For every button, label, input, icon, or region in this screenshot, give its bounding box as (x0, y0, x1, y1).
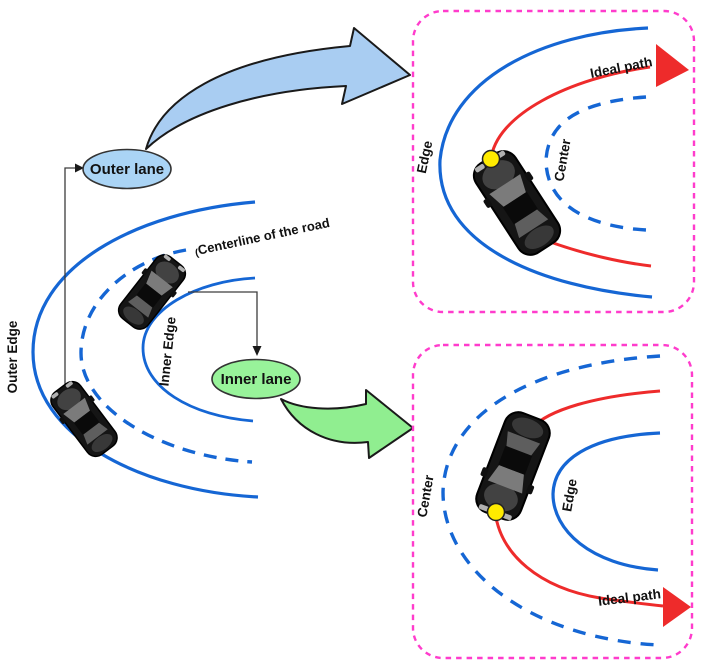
outer-panel-car-marker (481, 149, 501, 169)
outer-panel-ideal-path-label: Ideal path (589, 54, 654, 81)
outer-lane-panel (411, 9, 696, 314)
inner-lane-connector (188, 291, 258, 347)
centerline-label: (Centerline of the road (193, 215, 331, 259)
inner-edge-label: Inner Edge (156, 316, 178, 387)
outer-edge-label: Outer Edge (5, 320, 20, 393)
outer-panel-ideal-path-arrowhead (656, 44, 689, 87)
outer-lane-node-label: Outer lane (90, 161, 164, 178)
inner-edge-curve (141, 276, 256, 423)
inner-panel-center-label: Center (414, 473, 436, 518)
inner-panel-ideal-path-arrowhead (663, 587, 691, 627)
inner-panel-center-curve (441, 354, 661, 647)
car-inner-panel (467, 405, 559, 527)
outer-lane-connector (64, 167, 76, 390)
outer-lane-connector-arrowhead (75, 163, 84, 173)
blue-arrow (145, 27, 411, 150)
green-arrow (280, 389, 414, 459)
inner-panel-edge-curve (551, 431, 661, 572)
centerline-curve (79, 248, 253, 464)
inner-lane-node (211, 358, 301, 400)
outer-panel-edge-curve (438, 26, 653, 299)
inner-panel-car-marker (486, 502, 506, 522)
outer-panel-center-label: Center (551, 137, 573, 182)
inner-lane-panel (411, 343, 694, 660)
outer-edge-curve (31, 200, 259, 499)
inner-panel-edge-label: Edge (559, 477, 580, 513)
outer-panel-center-curve (544, 95, 647, 232)
inner-lane-node-label: Inner lane (221, 371, 292, 388)
car-outer-lane (43, 374, 125, 464)
outer-lane-node (82, 148, 172, 190)
inner-lane-connector-arrowhead (252, 346, 262, 356)
outer-panel-edge-label: Edge (414, 139, 436, 175)
